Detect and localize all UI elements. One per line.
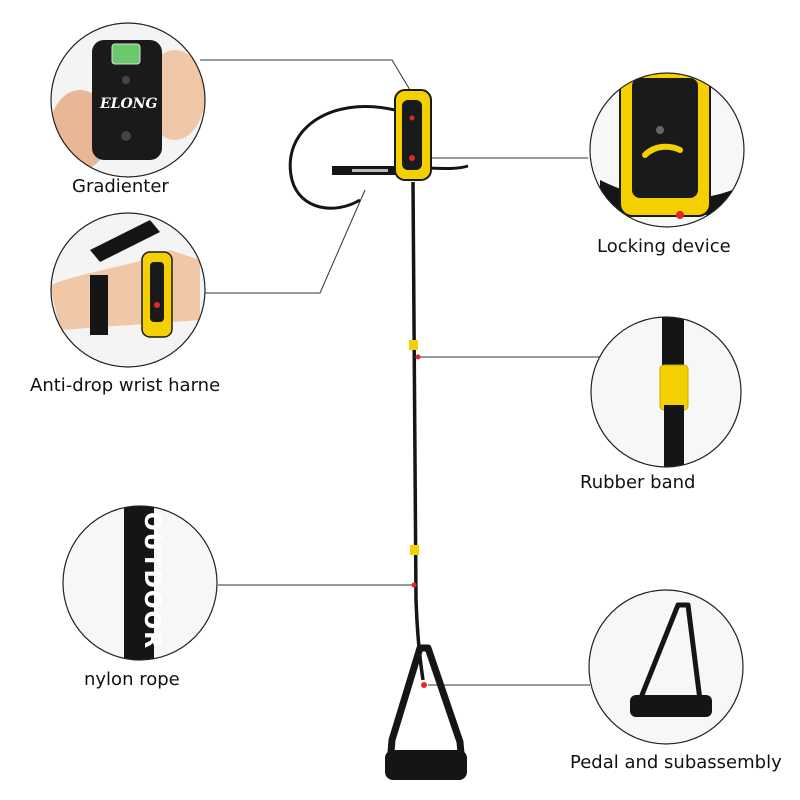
label-locking-device: Locking device <box>597 236 731 257</box>
detail-nylon-rope: OUTDOOR <box>63 506 217 660</box>
strap-text: OUTDOOR <box>139 512 164 650</box>
pedal-straps <box>386 644 466 769</box>
label-pedal: Pedal and subassembly <box>570 752 782 773</box>
leader-lines <box>200 59 605 686</box>
detail-antidrop <box>51 213 205 367</box>
bubble-level-icon <box>111 43 141 65</box>
product-main <box>288 89 469 780</box>
label-gradienter: Gradienter <box>72 176 169 197</box>
label-anti-drop: Anti-drop wrist harne <box>30 375 221 396</box>
pedal-foot-pad <box>385 750 467 780</box>
leader-gradienter <box>200 59 411 91</box>
detail-gradienter: ELONG <box>51 23 205 177</box>
detail-pedal <box>589 590 743 744</box>
logo-text: ELONG <box>99 96 158 112</box>
label-nylon-rope: nylon rope <box>84 669 180 690</box>
detail-locking <box>590 73 744 227</box>
leader-antidrop <box>205 189 366 294</box>
wrist-loop <box>288 105 396 210</box>
rope <box>411 181 425 681</box>
label-rubber-band: Rubber band <box>580 472 696 493</box>
detail-rubber-band <box>591 317 741 467</box>
